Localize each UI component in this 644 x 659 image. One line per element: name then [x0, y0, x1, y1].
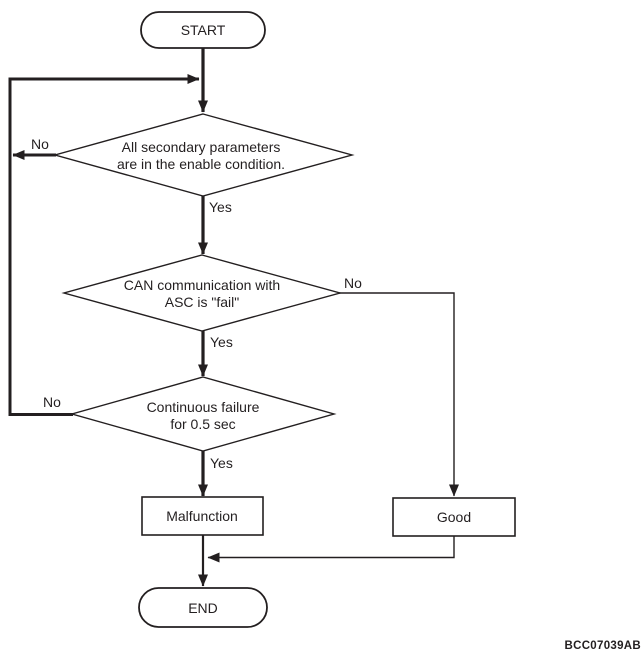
decision3-label-line2: for 0.5 sec [170, 416, 235, 432]
end-node-label: END [188, 600, 218, 616]
start-node-label: START [181, 22, 226, 38]
decision1-label-line2: are in the enable condition. [117, 156, 285, 172]
decision2-yes-label: Yes [210, 334, 233, 350]
malfunction-node-label: Malfunction [166, 508, 238, 524]
start-node [140, 11, 266, 49]
decision3-label-line1: Continuous failure [147, 399, 260, 415]
connector-good-to-merge [207, 536, 455, 563]
good-node-label: Good [437, 509, 471, 525]
decision1-no-label: No [31, 136, 49, 152]
decision2-node [61, 254, 343, 332]
decision1-yes-label: Yes [209, 199, 232, 215]
connector-decision2-no-to-good [339, 292, 459, 497]
decision1-node [52, 113, 355, 197]
decision3-no-label: No [43, 394, 61, 410]
decision3-yes-label: Yes [210, 455, 233, 471]
decision2-label-line1: CAN communication with [124, 277, 280, 293]
decision3-node [69, 376, 337, 452]
figure-code: BCC07039AB [564, 640, 641, 652]
decision2-label-line2: ASC is "fail" [165, 294, 240, 310]
decision2-no-label: No [344, 275, 362, 291]
connector-loop-back-to-main [8, 74, 200, 416]
malfunction-node [141, 496, 264, 536]
end-node [138, 587, 268, 628]
decision1-label-line1: All secondary parameters [122, 139, 281, 155]
good-node [392, 497, 516, 537]
